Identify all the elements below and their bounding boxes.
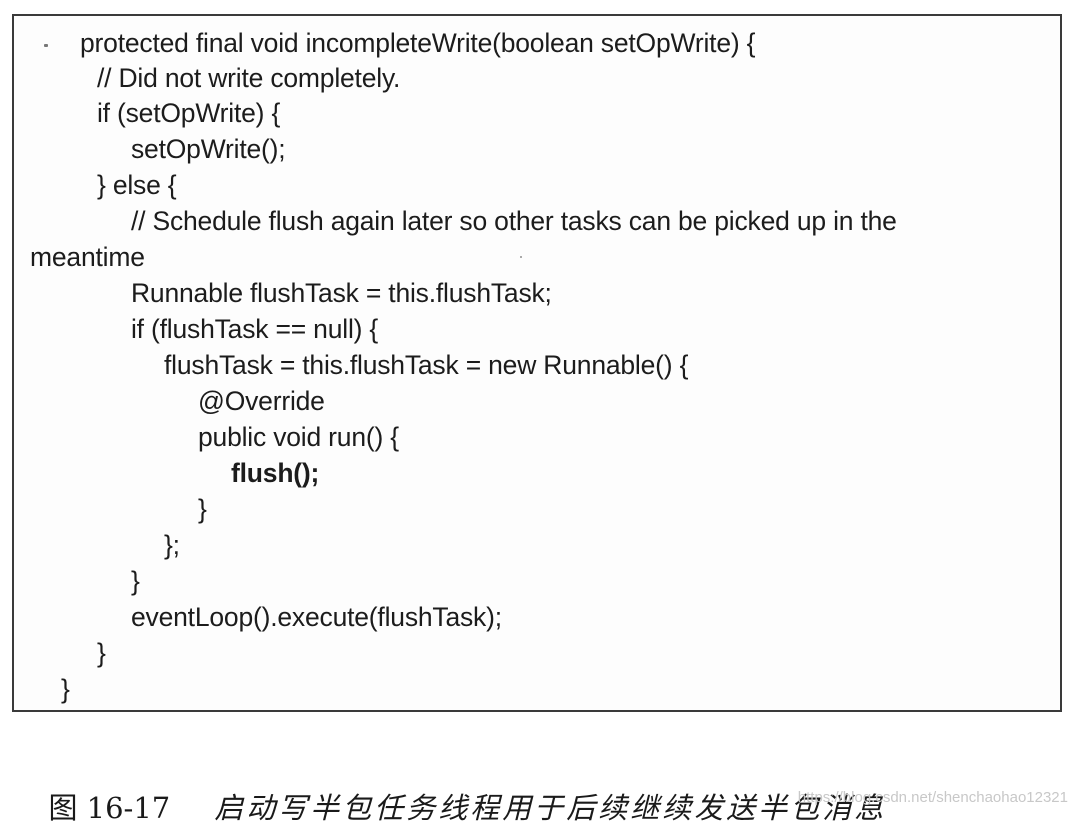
code-line-13: flush();	[231, 458, 320, 488]
code-line-2: // Did not write completely.	[97, 63, 401, 93]
code-line-18: }	[97, 638, 106, 668]
code-line-14: }	[198, 494, 207, 524]
figure-caption-text: 启动写半包任务线程用于后续继续发送半包消息	[214, 791, 887, 825]
scan-dot	[44, 44, 48, 47]
code-listing-frame	[12, 14, 1062, 712]
code-line-16: }	[131, 566, 140, 596]
code-line-1: protected final void incompleteWrite(boo…	[80, 28, 756, 58]
figure-caption-label: 图 16-17	[48, 791, 171, 825]
figure-caption: 图 16-17 启动写半包任务线程用于后续继续发送半包消息	[30, 748, 886, 828]
code-line-11: @Override	[198, 386, 325, 416]
code-line-7: meantime	[30, 242, 145, 272]
code-line-3: if (setOpWrite) {	[97, 98, 281, 128]
scan-speck	[520, 256, 522, 258]
watermark-url: https://blog.csdn.net/shenchaohao12321	[797, 789, 1068, 806]
code-line-15: };	[164, 530, 180, 560]
code-line-9: if (flushTask == null) {	[131, 314, 379, 344]
code-line-6: // Schedule flush again later so other t…	[131, 206, 897, 236]
code-line-10: flushTask = this.flushTask = new Runnabl…	[164, 350, 689, 380]
code-line-12: public void run() {	[198, 422, 399, 452]
code-line-4: setOpWrite();	[131, 134, 286, 164]
code-line-19: }	[61, 674, 70, 704]
code-line-5: } else {	[97, 170, 177, 200]
code-line-8: Runnable flushTask = this.flushTask;	[131, 278, 552, 308]
code-line-17: eventLoop().execute(flushTask);	[131, 602, 502, 632]
